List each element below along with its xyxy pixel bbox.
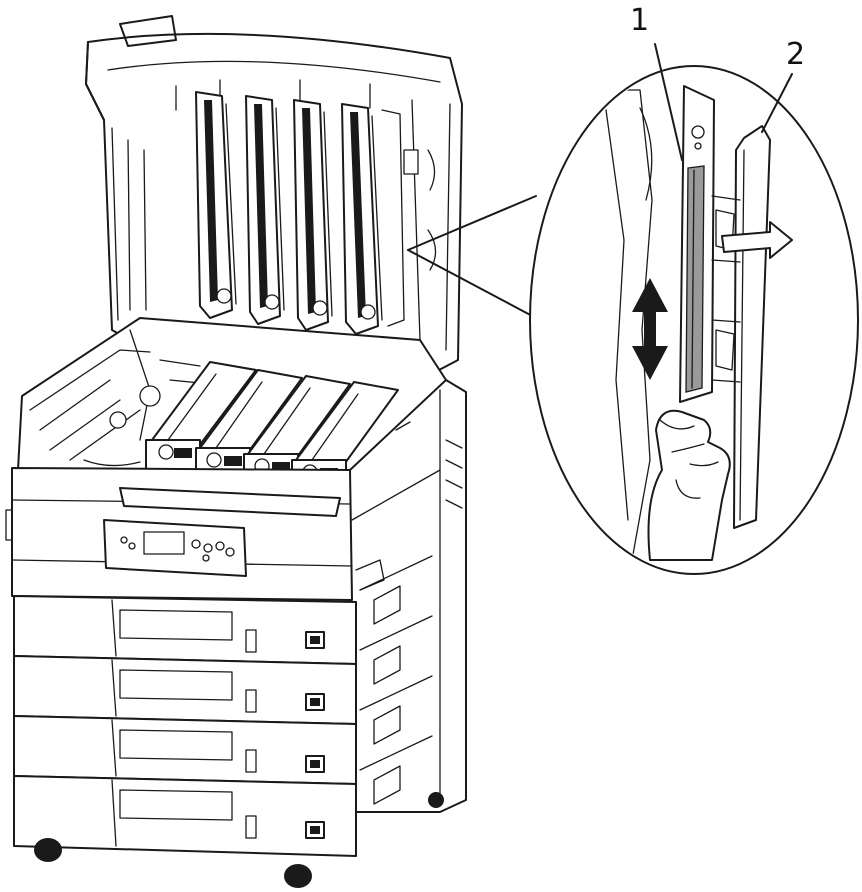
hand (647, 409, 731, 561)
printer (5, 15, 467, 888)
casters (34, 792, 444, 888)
led-head-detail (679, 85, 715, 403)
paper-tray (13, 715, 357, 785)
zoom-detail (529, 65, 859, 575)
led-head (293, 99, 333, 331)
callout-label-1: 1 (630, 3, 650, 38)
zoom-callout-leader (407, 195, 537, 319)
cover-edge-detail (711, 125, 771, 529)
callout-leaders (654, 43, 793, 161)
double-headed-vertical-arrow-icon (632, 278, 668, 380)
right-arrow-icon (721, 221, 793, 259)
paper-tray (13, 775, 357, 857)
paper-tray (13, 655, 357, 725)
led-head (245, 95, 285, 325)
led-head (341, 103, 383, 335)
led-head-array (195, 91, 405, 335)
paper-tray-stack (13, 595, 357, 857)
control-panel (103, 519, 247, 577)
printer-side-panel (349, 379, 467, 813)
printer-front-upper (5, 467, 353, 601)
led-head (195, 91, 237, 319)
callout-label-2: 2 (786, 37, 806, 72)
paper-tray (13, 595, 357, 665)
